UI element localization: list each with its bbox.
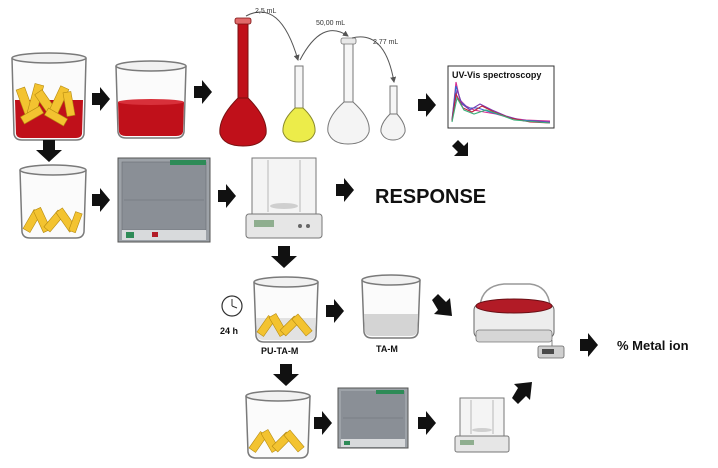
volumetric-flask-icon bbox=[282, 65, 316, 143]
beaker-icon bbox=[253, 276, 319, 343]
arrow-icon bbox=[36, 140, 62, 162]
arrow-icon bbox=[92, 188, 110, 212]
beaker-icon bbox=[361, 274, 421, 339]
arrow-icon bbox=[432, 294, 452, 316]
volume-label-1: 2,5 mL bbox=[255, 8, 277, 15]
arrow-icon bbox=[314, 411, 332, 435]
volume-label-2: 50,00 mL bbox=[316, 20, 345, 27]
analytical-balance-icon bbox=[245, 157, 323, 239]
uv-vis-label: UV-Vis spectroscopy bbox=[452, 70, 541, 80]
arrow-icon bbox=[418, 93, 436, 117]
arrow-icon bbox=[271, 246, 297, 268]
arrow-icon bbox=[92, 87, 110, 111]
arrow-icon bbox=[418, 411, 436, 435]
volume-label-3: 2,77 mL bbox=[373, 39, 398, 46]
time-label: 24 h bbox=[220, 326, 238, 336]
clock-icon bbox=[221, 295, 243, 317]
transfer-arrows bbox=[245, 11, 397, 83]
arrow-icon bbox=[580, 333, 598, 357]
beaker-icon bbox=[11, 52, 87, 141]
volumetric-flask-icon bbox=[327, 37, 370, 145]
arrow-icon bbox=[273, 364, 299, 386]
volumetric-flask-icon bbox=[380, 85, 406, 141]
analytical-balance-icon bbox=[454, 397, 510, 453]
arrow-icon bbox=[452, 140, 468, 156]
volumetric-flask-icon bbox=[219, 17, 267, 147]
arrow-icon bbox=[512, 382, 532, 404]
arrow-icon bbox=[194, 80, 212, 104]
beaker-icon bbox=[19, 164, 87, 239]
spectrum-plot-icon bbox=[447, 65, 555, 129]
pu-ta-m-label: PU-TA-M bbox=[261, 346, 298, 356]
ta-m-label: TA-M bbox=[376, 344, 398, 354]
arrow-icon bbox=[336, 178, 354, 202]
arrow-icon bbox=[326, 299, 344, 323]
beaker-icon bbox=[115, 60, 187, 139]
arrow-icon bbox=[218, 184, 236, 208]
beaker-icon bbox=[245, 390, 311, 459]
rotary-evaporator-icon bbox=[473, 283, 565, 359]
oven-icon bbox=[117, 157, 211, 243]
oven-icon bbox=[337, 387, 409, 449]
response-label: RESPONSE bbox=[375, 186, 486, 208]
result-label: % Metal ion bbox=[617, 338, 689, 353]
